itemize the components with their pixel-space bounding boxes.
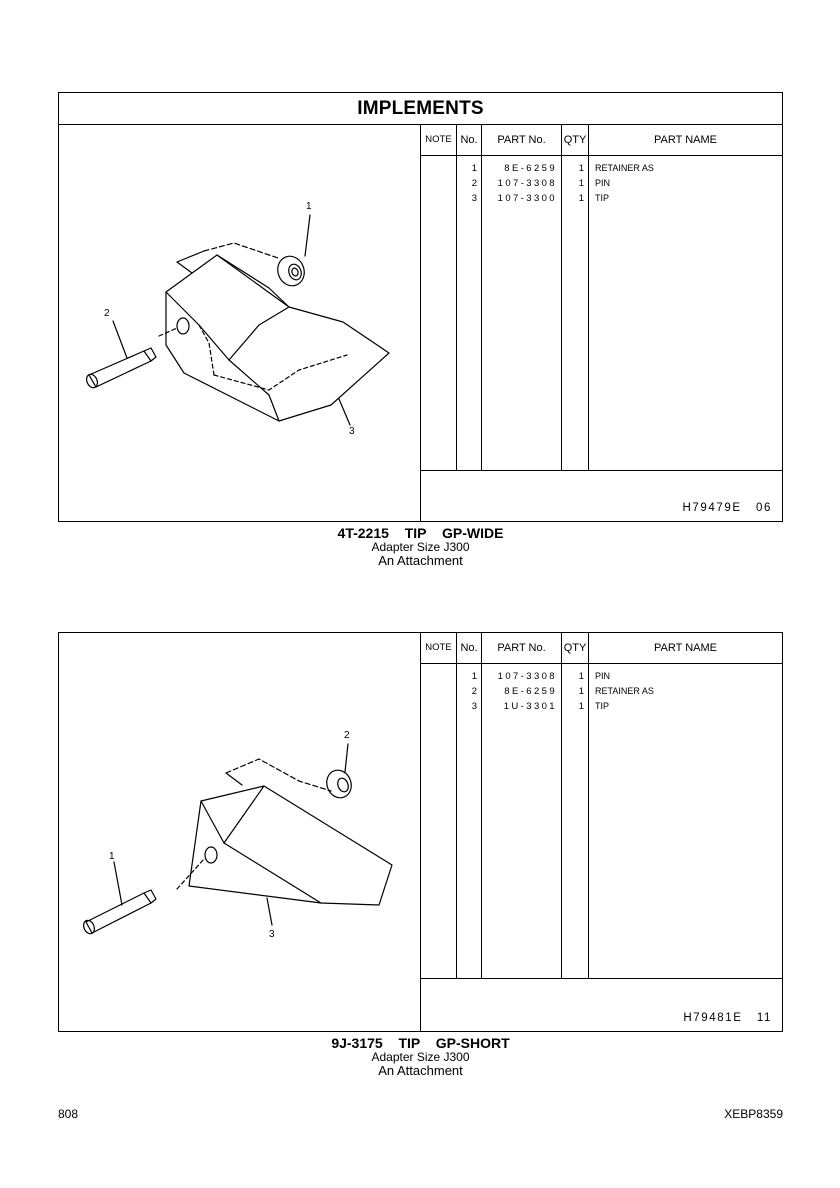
table-footer: H79481E 11 [421,978,782,1031]
caption-adapter-size: Adapter Size J300 [371,540,470,554]
header-note: NOTE [421,125,457,155]
header-part-no: PART No. [482,633,562,663]
pin [88,350,152,388]
pin [85,892,152,934]
caption-adapter-size: Adapter Size J300 [371,1050,470,1064]
callout-label: 1 [109,851,115,862]
page-number: 808 [58,1107,79,1121]
header-part-name: PART NAME [654,642,717,654]
parts-group-tip-gp-wide: IMPLEMENTS [58,92,783,522]
header-no: No. [457,125,482,155]
page-title: IMPLEMENTS [59,93,782,125]
tip-wide-drawing: 1 2 3 [85,201,390,437]
header-no: No. [457,633,482,663]
retainer-ring [326,769,352,799]
group-caption: 4T-2215 TIP GP-WIDE Adapter Size J300 An… [58,526,783,567]
caption-title: 9J-3175 TIP GP-SHORT [331,1035,510,1051]
table-footer: H79479E 06 [421,470,782,521]
header-part-name: PART NAME [654,134,717,146]
illustration-ref: H79481E 11 [683,1012,772,1024]
caption-note: An Attachment [378,1063,463,1078]
header-part-no: PART No. [482,125,562,155]
document-code: XEBP8359 [724,1107,783,1121]
retainer-ring [277,255,305,287]
tip-gp-wide-illustration: 1 2 3 [59,125,421,521]
tip-gp-short-illustration: 2 1 3 [59,633,421,1031]
group-caption: 9J-3175 TIP GP-SHORT Adapter Size J300 A… [58,1036,783,1077]
illustration-ref: H79479E 06 [682,502,772,514]
table-header: NOTE No. PART No. QTY PART NAME [421,633,782,664]
header-note: NOTE [421,633,457,663]
callout-label: 2 [104,308,110,319]
callout-label: 3 [349,426,355,437]
table-header: NOTE No. PART No. QTY PART NAME [421,125,782,156]
header-qty: QTY [562,125,589,155]
tip-short-drawing: 2 1 3 [82,730,393,940]
caption-note: An Attachment [378,553,463,568]
callout-label: 2 [344,730,350,741]
caption-title: 4T-2215 TIP GP-WIDE [337,525,504,541]
header-qty: QTY [562,633,589,663]
callout-label: 1 [306,201,312,212]
callout-label: 3 [269,929,275,940]
